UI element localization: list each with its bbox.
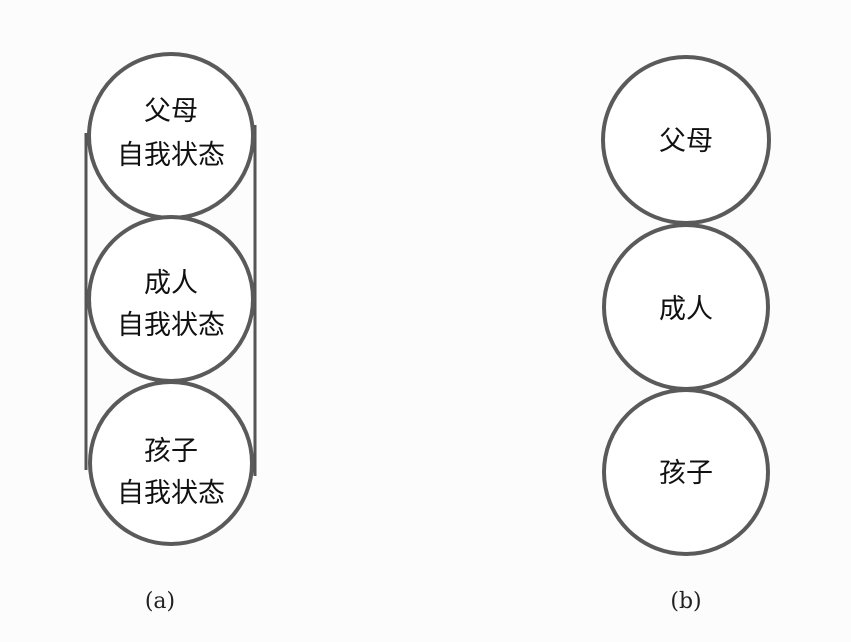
adult-label: 成人 bbox=[144, 268, 198, 299]
adult-label: 成人 bbox=[659, 294, 713, 325]
parent-sublabel: 自我状态 bbox=[117, 140, 225, 171]
parent-label: 父母 bbox=[144, 96, 198, 127]
panel-a: 父母 自我状态 成人 自我状态 孩子 自我状态 (a) bbox=[84, 52, 257, 614]
child-state-circle bbox=[88, 380, 254, 546]
child-sublabel: 自我状态 bbox=[117, 478, 225, 509]
child-label: 孩子 bbox=[659, 458, 713, 489]
caption-b: (b) bbox=[670, 589, 701, 614]
panel-b: 父母 成人 孩子 (b) bbox=[601, 55, 771, 614]
child-circle bbox=[602, 388, 770, 556]
child-label: 孩子 bbox=[144, 436, 198, 467]
parent-label: 父母 bbox=[659, 126, 713, 157]
adult-sublabel: 自我状态 bbox=[117, 310, 225, 341]
caption-a: (a) bbox=[145, 589, 175, 614]
adult-state-circle bbox=[87, 215, 255, 383]
parent-state-circle bbox=[87, 52, 255, 220]
